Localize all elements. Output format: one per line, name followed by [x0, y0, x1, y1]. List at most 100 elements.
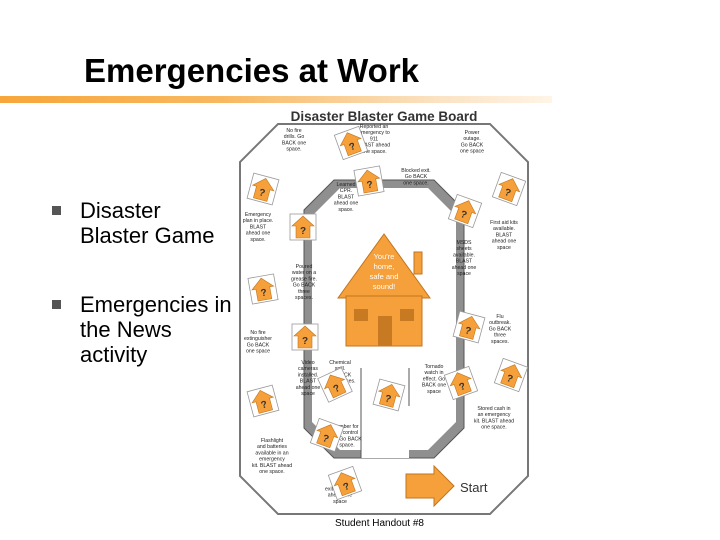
board-space-text: BLAST [300, 379, 317, 385]
board-space-text: installed. [298, 372, 318, 378]
board-space-text: plan in place. [243, 218, 274, 224]
board-space-text: space [497, 245, 511, 251]
board-space-text: drills. Go [284, 134, 305, 140]
svg-text:?: ? [503, 187, 513, 199]
bullet-item: Emergencies in the News activity [52, 292, 232, 367]
board-space-text: Stored cash in [477, 406, 510, 412]
board-space-text: Learned [336, 182, 355, 188]
board-space-text: Go BACK [461, 142, 484, 148]
board-space-text: No fire [286, 128, 301, 134]
board-space-text: poison control [326, 430, 358, 436]
board-space-text: available in an [255, 450, 288, 456]
board-space-text: Go BACK [293, 283, 316, 289]
board-space-text: Chemical [329, 360, 351, 366]
bullet-item: Disaster Blaster Game [52, 198, 232, 248]
chance-card-icon: ? [491, 171, 527, 207]
chance-card-icon: ? [447, 193, 483, 229]
board-space-text: outbreak. [489, 320, 511, 326]
board-space-text: Reported an [360, 124, 389, 130]
board-space-text: effect. Go [423, 376, 446, 382]
board-space-text: space [457, 271, 471, 277]
board-space-text: an emergency [478, 412, 511, 418]
chance-card-icon: ? [291, 323, 319, 351]
board-title: Disaster Blaster Game Board [291, 109, 478, 124]
center-text-line: You're [374, 252, 395, 261]
svg-text:?: ? [332, 383, 342, 396]
board-space-text: one space [460, 149, 484, 155]
title-underline [0, 96, 552, 103]
board-space-text: MSDS [457, 240, 473, 246]
svg-text:?: ? [458, 381, 468, 393]
chance-card-icon: ? [309, 417, 345, 453]
house-door [378, 316, 392, 346]
board-space-text: Go BACK [405, 174, 428, 180]
chance-card-icon: ? [246, 384, 280, 418]
board-space-text: BLAST [338, 194, 355, 200]
board-space-text: Poured [296, 264, 313, 270]
board-space-text: emergency [259, 457, 285, 463]
handout-reference: Student Handout #8 [335, 518, 424, 529]
board-space-text: BLAST ahead [358, 143, 390, 149]
board-space-text: one space. [481, 425, 506, 431]
board-space-text: Video [301, 360, 314, 366]
board-space-text: space [427, 389, 441, 395]
chance-card-icon: ? [353, 165, 385, 197]
board-space-text: three [298, 289, 310, 295]
board-space-text: ahead one [452, 265, 477, 271]
board-space-text: three [494, 333, 506, 339]
bullet-square-icon [52, 206, 61, 215]
chance-card-icon: ? [333, 125, 369, 161]
board-space-text: kit. BLAST ahead [252, 463, 292, 469]
board-space-text: spaces. [491, 339, 509, 345]
board-space-text: BACK one [422, 383, 446, 389]
board-space-text: Blocked exit. [401, 168, 430, 174]
start-label: Start [460, 480, 488, 495]
bullet-text: Disaster Blaster Game [80, 198, 215, 248]
svg-text:?: ? [463, 325, 472, 337]
board-space-text: and batteries [257, 444, 287, 450]
board-space-text: ahead one [296, 385, 321, 391]
svg-text:?: ? [342, 481, 352, 493]
bullet-text: Emergencies in the News activity [80, 292, 232, 367]
svg-text:?: ? [257, 187, 266, 199]
chance-card-icon: ? [327, 465, 363, 501]
board-space-text: center. Go BACK [322, 436, 362, 442]
house-window [354, 309, 368, 321]
board-space-text: space. [250, 237, 265, 243]
board-space-text: grease fire. [291, 276, 317, 282]
board-space-text: one space. [259, 469, 284, 475]
svg-text:?: ? [260, 399, 269, 411]
board-space-text: cameras [298, 366, 318, 372]
svg-text:?: ? [383, 393, 392, 405]
board-space-text: BLAST [250, 224, 267, 230]
svg-text:?: ? [348, 141, 358, 153]
chance-card-icon: ? [372, 378, 406, 412]
svg-text:?: ? [321, 433, 331, 445]
board-space-text: water on a [292, 270, 316, 276]
board-space-text: one space. [403, 180, 428, 186]
svg-text:?: ? [505, 373, 515, 385]
slide-title: Emergencies at Work [84, 52, 420, 89]
board-space-text: extinguisher [244, 336, 272, 342]
board-space-text: watch in [424, 370, 443, 376]
board-space-text: space. [338, 207, 353, 213]
center-text-line: safe and [370, 272, 399, 281]
svg-text:?: ? [459, 209, 469, 221]
board-space-text: sheets [456, 246, 472, 252]
board-space-text: Emergency [245, 212, 272, 218]
board-space-text: BLAST [456, 259, 473, 265]
board-space-text: Power [465, 130, 480, 136]
chance-card-icon: ? [452, 310, 486, 344]
chance-card-icon: ? [493, 357, 529, 393]
board-space-text: BACK one [282, 140, 306, 146]
board-space-text: ahead one [492, 239, 517, 245]
board-space-text: Flu [496, 314, 503, 320]
board-space-text: one space [246, 349, 270, 355]
board-space-text: Tornado [425, 364, 444, 370]
board-space-text: CPR. [340, 188, 352, 194]
board-space-text: space [333, 499, 347, 505]
board-space-text: available. [493, 226, 515, 232]
board-space-text: space. [286, 147, 301, 153]
svg-text:?: ? [260, 287, 268, 299]
